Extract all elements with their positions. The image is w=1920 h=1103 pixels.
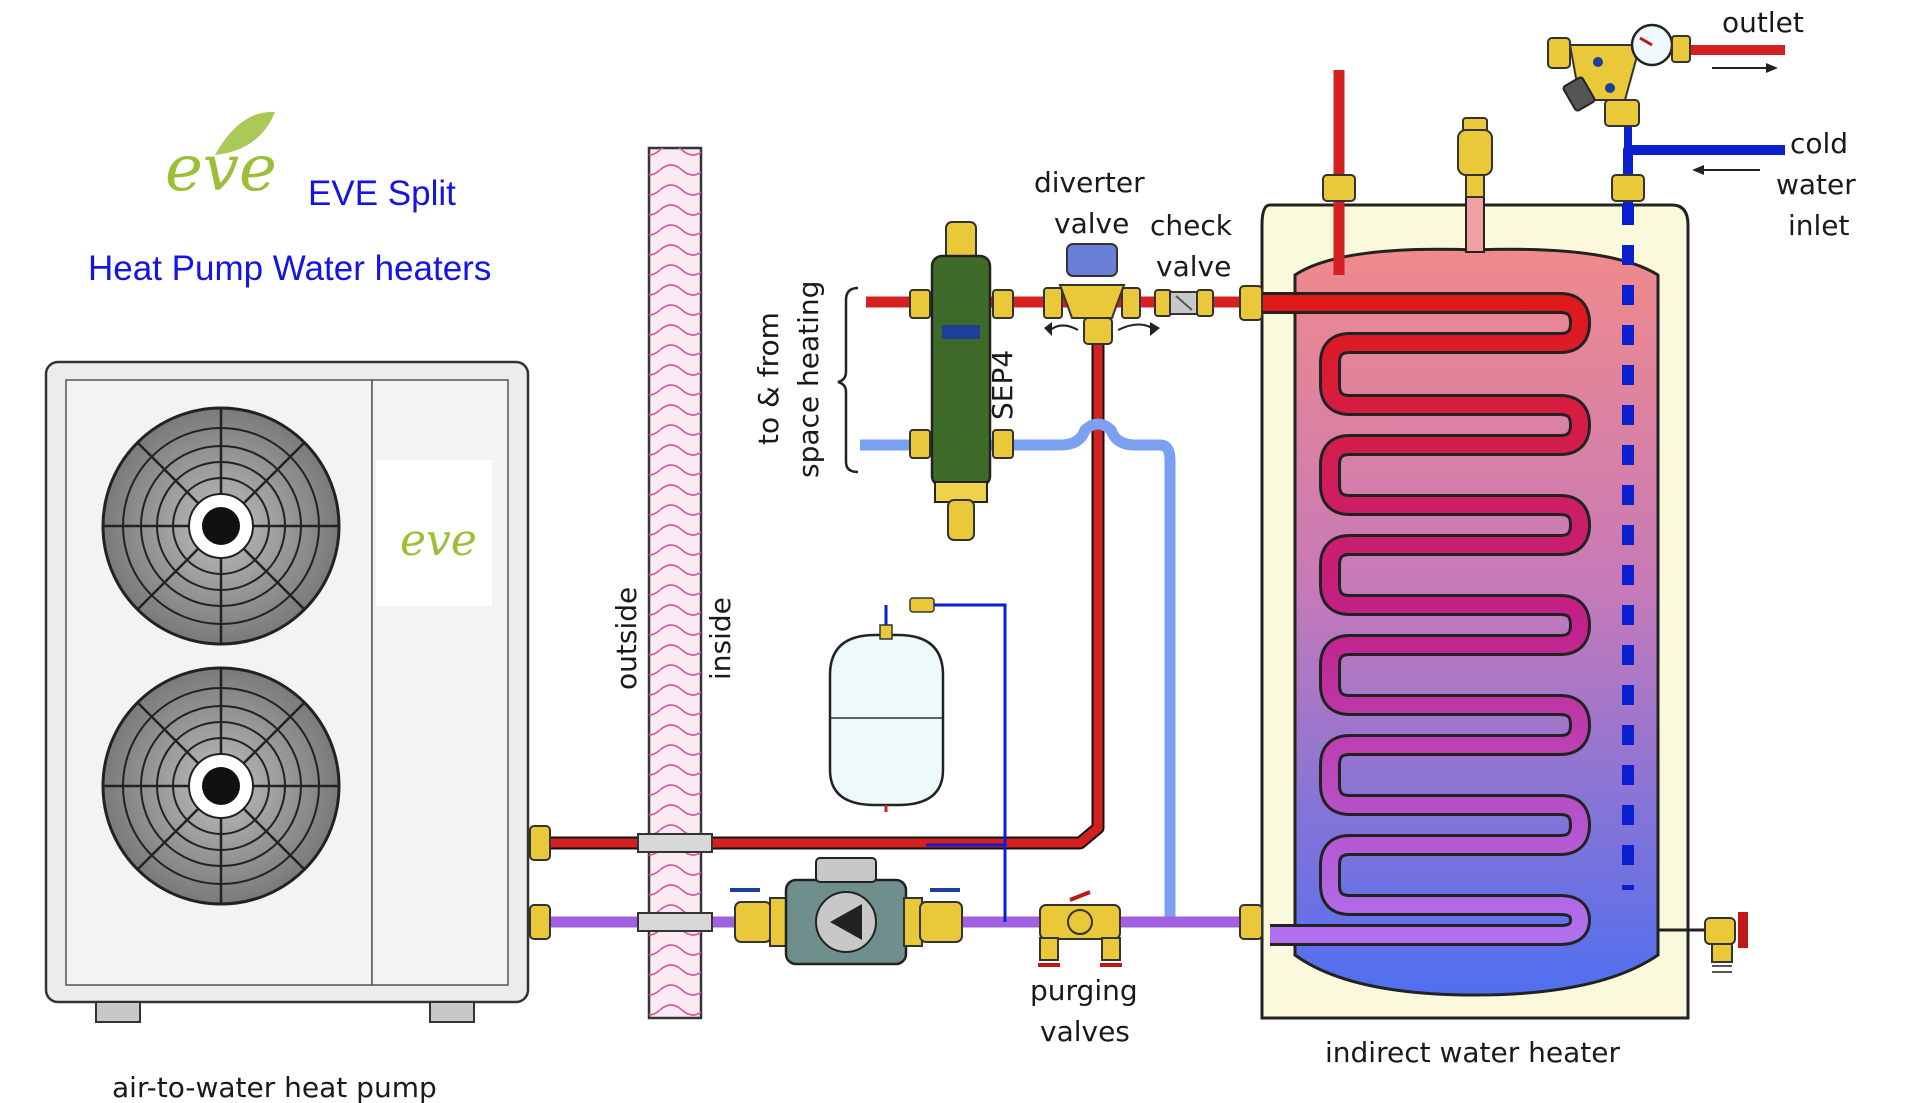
pipe-expansion: [915, 603, 1007, 847]
union-fitting: [1239, 904, 1263, 940]
wall-sleeve: [637, 833, 713, 853]
label-outside: outside: [610, 587, 643, 690]
label-diverter-2: valve: [1054, 207, 1129, 240]
air-vent-icon: [1457, 117, 1493, 198]
label-cold-2: water: [1776, 168, 1856, 201]
label-space-2: space heating: [792, 281, 825, 478]
label-outlet: outlet: [1722, 6, 1804, 39]
inlet-flow-arrow: [1692, 165, 1760, 175]
label-cold-1: cold: [1790, 127, 1848, 160]
expansion-tank: [828, 597, 945, 812]
label-space-1: to & from: [752, 312, 785, 445]
wall-insulation: [647, 146, 703, 1020]
hydraulic-separator: [909, 221, 1014, 541]
label-heat-pump: air-to-water heat pump: [112, 1071, 437, 1103]
purging-valve-icon: [1038, 890, 1122, 967]
logo-leaf-icon: [215, 111, 275, 155]
drain-valve-icon: [1658, 912, 1748, 973]
union-fitting: [1239, 285, 1263, 321]
label-diverter-1: diverter: [1034, 166, 1145, 199]
label-purging-1: purging: [1030, 974, 1138, 1007]
fan-icon: [101, 666, 341, 906]
coil-fill: [1260, 295, 1588, 943]
panel-logo-text: eve: [400, 515, 477, 566]
union-fitting: [1322, 174, 1356, 202]
fan-icon: [101, 406, 341, 646]
label-water-heater: indirect water heater: [1325, 1036, 1620, 1069]
union-fitting: [529, 825, 551, 940]
sep4-label: SEP4: [986, 350, 1019, 420]
pipe-cold-inlet: [1623, 145, 1785, 205]
diverter-valve-icon: [1043, 243, 1160, 345]
brand-subtitle: Heat Pump Water heaters: [88, 249, 491, 288]
mixing-valve-icon: [1547, 23, 1691, 127]
label-inside: inside: [704, 597, 737, 680]
wall-sleeve: [637, 912, 713, 932]
label-cold-3: inlet: [1788, 209, 1850, 242]
brand-product-name: EVE Split: [308, 174, 456, 213]
check-valve-icon: [1154, 289, 1214, 317]
circulator-pump-icon: [730, 857, 963, 966]
label-check-1: check: [1150, 209, 1233, 242]
outlet-flow-arrow: [1712, 63, 1778, 73]
union-fitting: [1611, 174, 1645, 202]
brand-logo-text: eve: [165, 132, 277, 206]
label-check-2: valve: [1156, 250, 1231, 283]
pipe-supply-fill: [540, 330, 1103, 848]
space-heating-brace: [837, 286, 859, 474]
pipe-space-return: [860, 418, 1176, 920]
label-purging-2: valves: [1040, 1015, 1130, 1048]
